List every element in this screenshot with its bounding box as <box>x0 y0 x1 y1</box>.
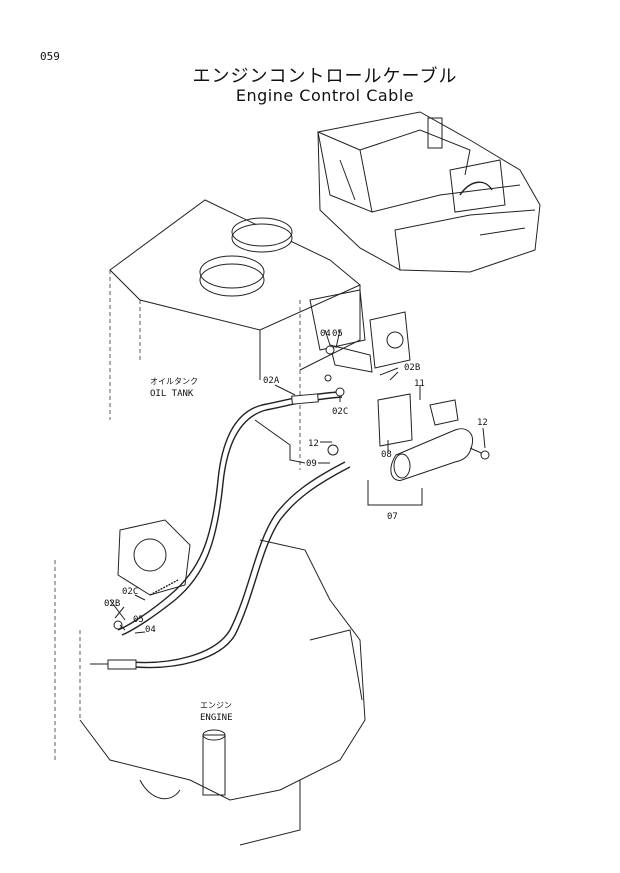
part-12-label-right: 12 <box>477 418 488 428</box>
oil-tank-label-en: OIL TANK <box>150 389 194 399</box>
oil-tank-label-jp: オイルタンク <box>150 377 198 386</box>
part-12-label-left: 12 <box>308 439 319 449</box>
control-cable-07 <box>90 461 351 670</box>
part-05-label-top: 05 <box>332 329 343 339</box>
title-english: Engine Control Cable <box>235 86 415 105</box>
part-02b-label-top: 02B <box>404 363 420 373</box>
part-04-label-bottom: 04 <box>145 625 156 635</box>
excavator-overview-illustration <box>317 111 541 273</box>
callout-lines <box>114 329 486 634</box>
part-08-label: 08 <box>381 450 392 460</box>
engine-label-jp: エンジン <box>200 701 232 710</box>
part-02a-label: 02A <box>263 376 280 386</box>
part-02c-label-bottom: 02C <box>122 587 138 597</box>
title-japanese: エンジンコントロールケーブル <box>192 66 458 87</box>
part-02c-label-top: 02C <box>332 407 348 417</box>
part-07-label: 07 <box>387 512 398 522</box>
part-11-label: 11 <box>414 379 425 389</box>
cylinder-assembly-illustration <box>327 387 490 481</box>
page-number: 059 <box>40 50 60 63</box>
part-09-label: 09 <box>306 459 317 469</box>
oil-tank-illustration <box>109 199 361 470</box>
engine-illustration <box>54 519 366 846</box>
part-02b-label-bottom: 02B <box>104 599 120 609</box>
engine-label-en: ENGINE <box>200 713 233 723</box>
part-04-label-top: 04 <box>320 329 331 339</box>
part-05-label-bottom: 05 <box>133 615 144 625</box>
control-cable-02a <box>117 391 343 636</box>
lever-bracket-illustration <box>309 289 411 382</box>
